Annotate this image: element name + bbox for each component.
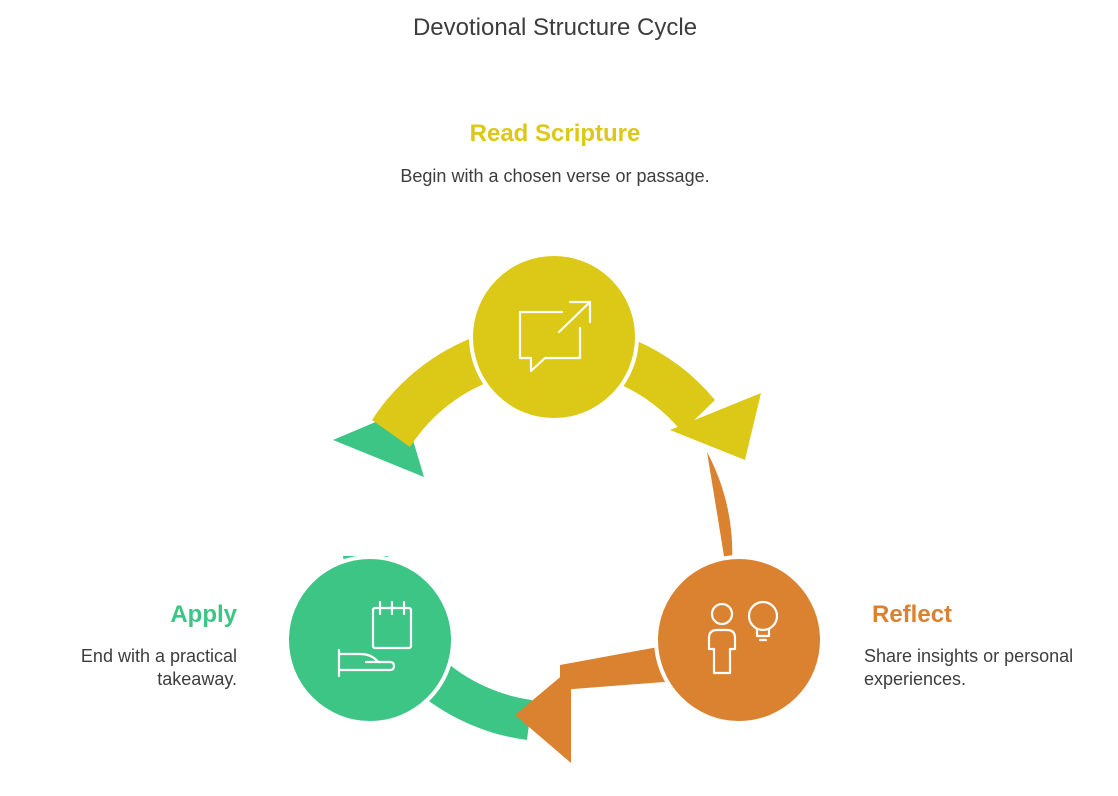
apply-title: Apply xyxy=(170,601,237,628)
arrowhead-reflect xyxy=(515,668,571,763)
person-idea-icon xyxy=(707,600,779,675)
reflect-title: Reflect xyxy=(872,601,953,628)
read-scripture-title: Read Scripture xyxy=(469,120,641,147)
arrowhead-read xyxy=(670,393,761,460)
reflect-description: Share insights or personal experiences. xyxy=(864,646,1074,689)
reflect-node xyxy=(654,555,824,725)
diagram-title: Devotional Structure Cycle xyxy=(412,14,698,41)
share-chat-icon xyxy=(518,300,592,373)
apply-description: End with a practical takeaway. xyxy=(80,646,237,689)
read-node xyxy=(469,252,639,422)
read-scripture-description: Begin with a chosen verse or passage. xyxy=(400,166,710,186)
apply-node xyxy=(285,555,455,725)
calendar-hand-icon xyxy=(337,600,413,678)
